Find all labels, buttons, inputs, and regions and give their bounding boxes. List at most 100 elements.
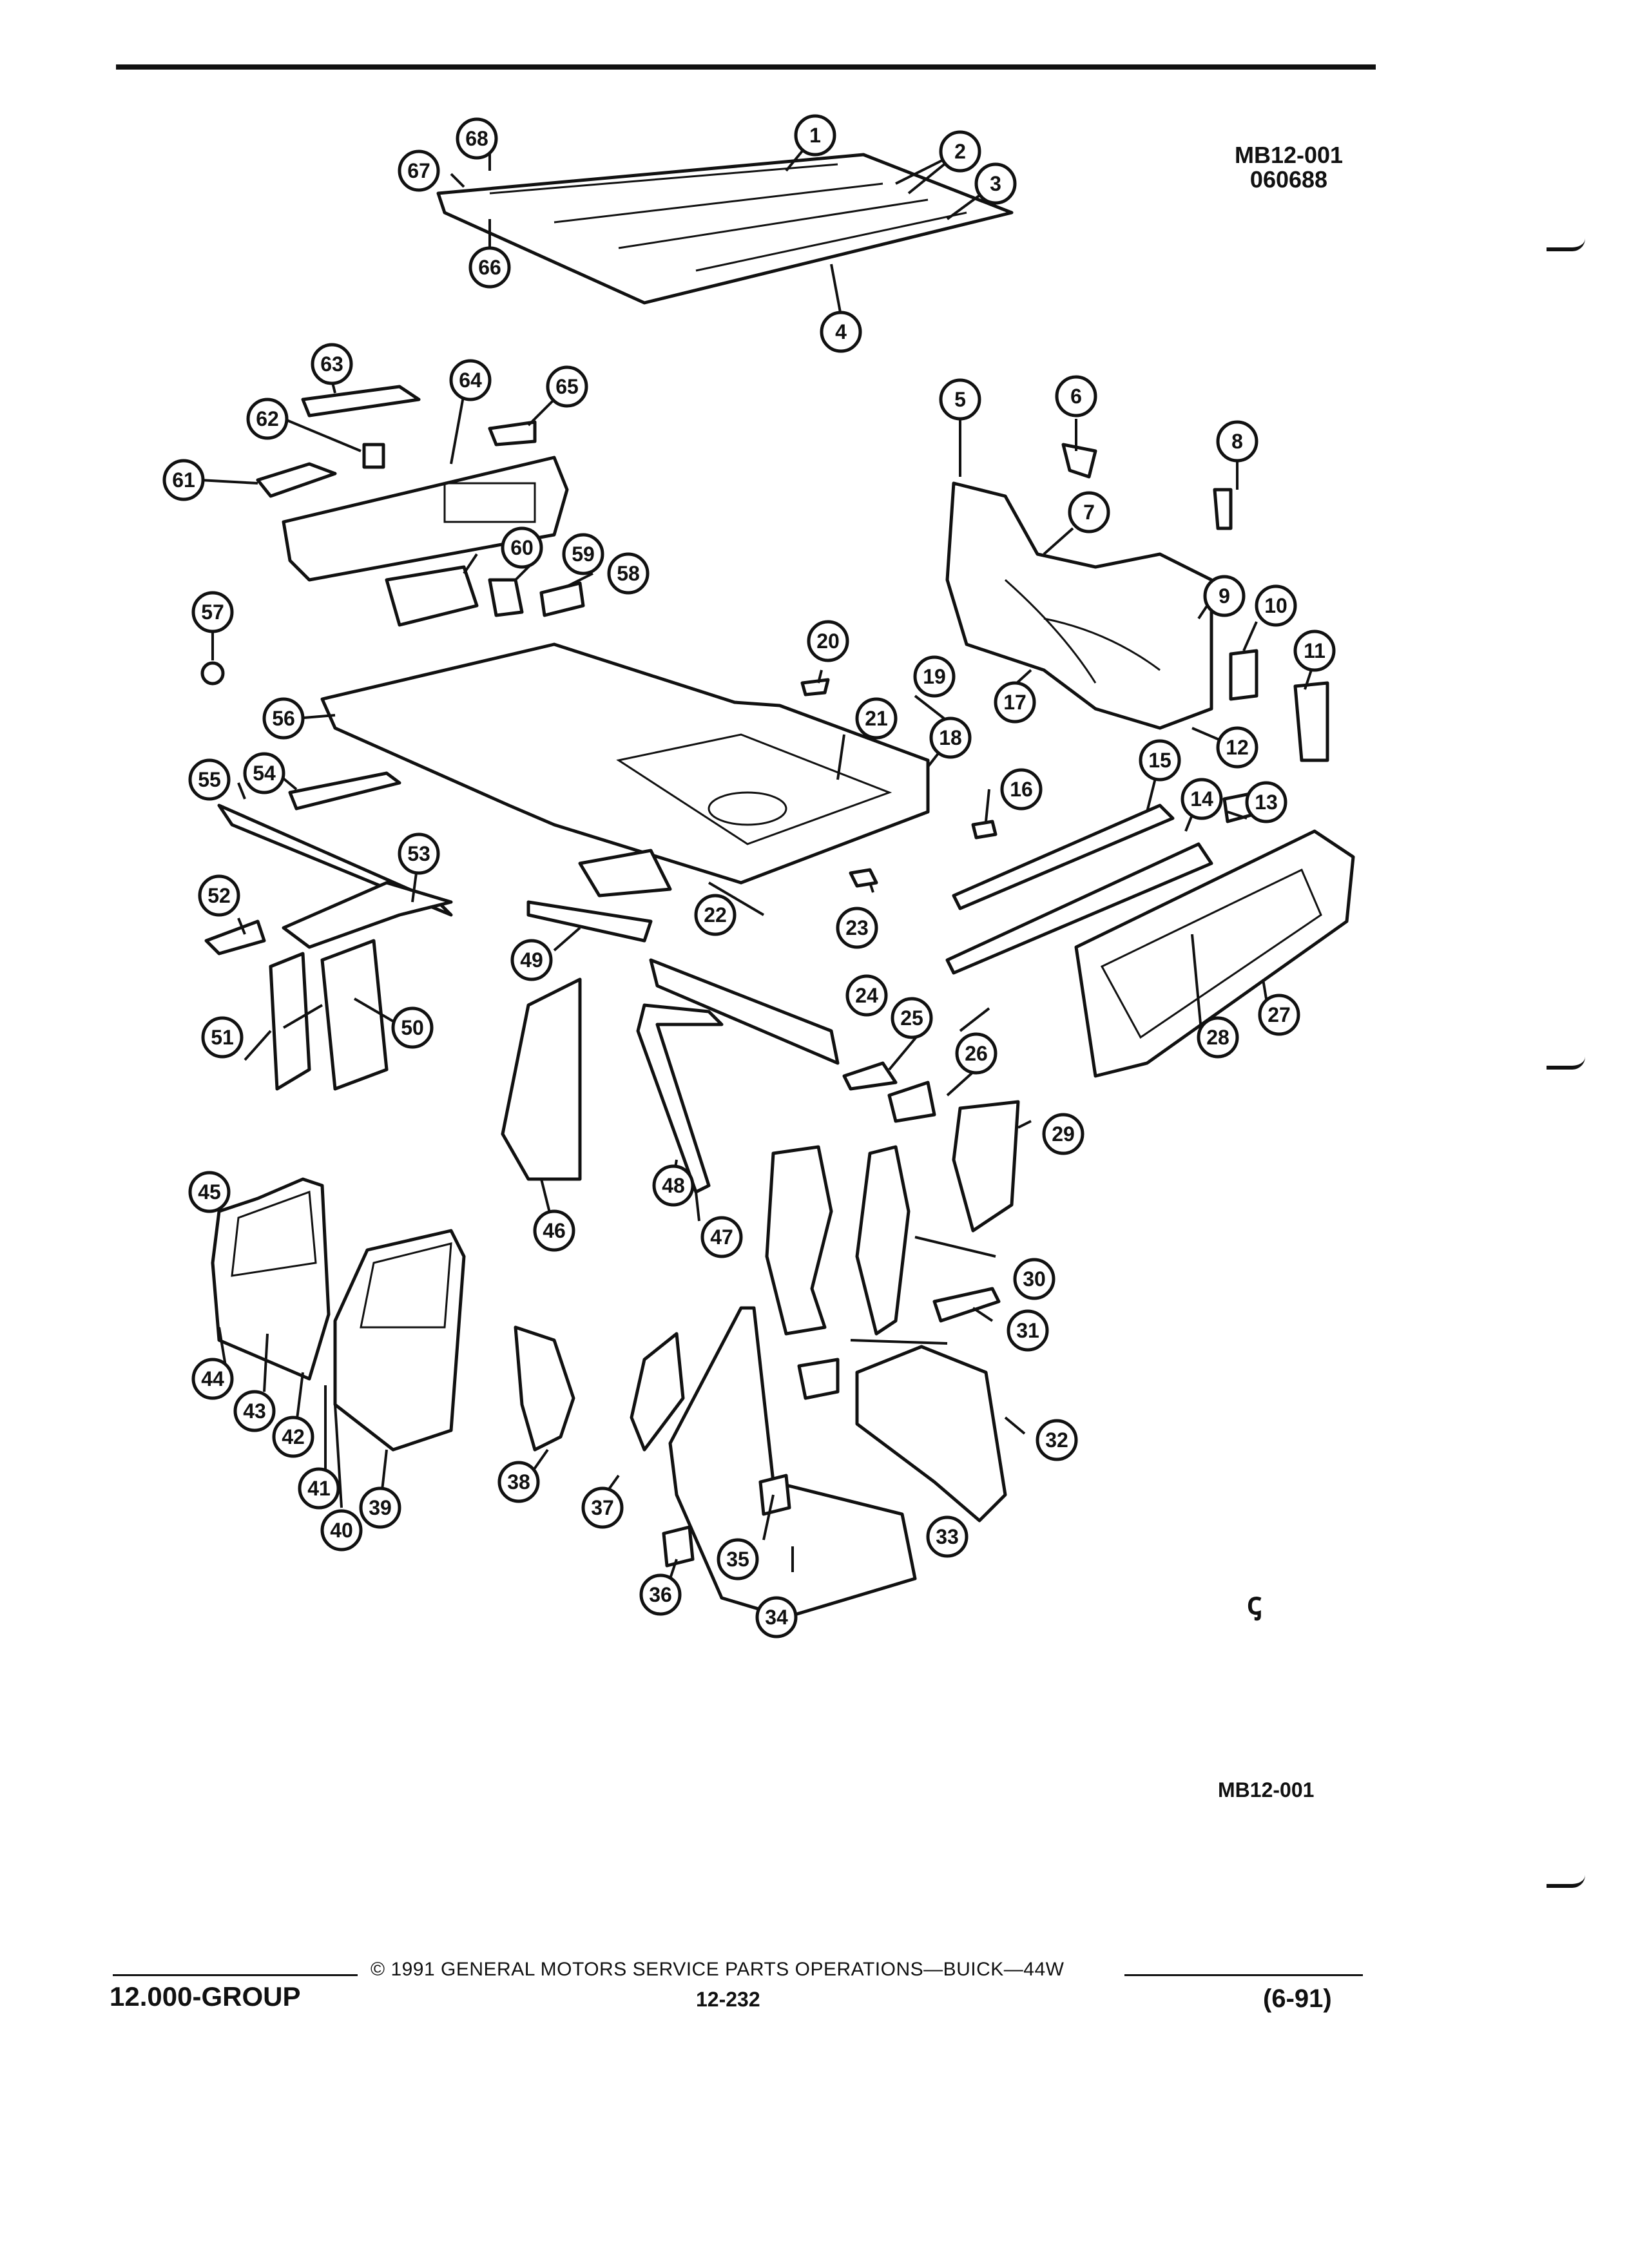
callout-38: 38 xyxy=(497,1461,540,1503)
footer-rule-right xyxy=(1124,1974,1363,1976)
callout-11: 11 xyxy=(1293,629,1336,672)
svg-text:48: 48 xyxy=(662,1174,685,1197)
callout-2: 2 xyxy=(939,130,981,173)
binding-mark-1 xyxy=(1547,238,1585,251)
svg-text:34: 34 xyxy=(765,1606,788,1629)
callout-47: 47 xyxy=(700,1216,743,1258)
svg-text:22: 22 xyxy=(704,903,727,927)
callout-62: 62 xyxy=(246,398,289,440)
svg-text:2: 2 xyxy=(954,140,966,163)
quarter-outer-drawing xyxy=(514,1306,1007,1619)
callout-34: 34 xyxy=(755,1596,798,1639)
callout-53: 53 xyxy=(398,832,440,875)
svg-text:23: 23 xyxy=(845,916,869,939)
svg-text:3: 3 xyxy=(990,172,1001,195)
svg-text:46: 46 xyxy=(543,1219,566,1242)
top-rule xyxy=(116,64,1376,70)
pillar-drawing xyxy=(765,1100,1020,1336)
svg-text:25: 25 xyxy=(900,1006,923,1030)
callout-67: 67 xyxy=(398,149,440,192)
svg-text:53: 53 xyxy=(407,842,430,865)
callout-58: 58 xyxy=(607,552,650,595)
svg-text:30: 30 xyxy=(1023,1267,1046,1291)
callout-51: 51 xyxy=(201,1016,244,1059)
footer-copyright: © 1991 GENERAL MOTORS SERVICE PARTS OPER… xyxy=(371,1959,1065,1980)
reference-date: 060688 xyxy=(1249,166,1328,193)
binding-mark-2 xyxy=(1547,1057,1585,1070)
callout-35: 35 xyxy=(717,1538,759,1581)
callout-42: 42 xyxy=(272,1416,314,1458)
callout-45: 45 xyxy=(188,1171,231,1213)
callout-27: 27 xyxy=(1258,994,1300,1036)
svg-text:17: 17 xyxy=(1003,691,1027,714)
svg-text:42: 42 xyxy=(282,1425,305,1448)
svg-text:19: 19 xyxy=(923,665,946,688)
binding-mark-3 xyxy=(1547,1875,1585,1888)
callout-30: 30 xyxy=(1013,1258,1055,1300)
exploded-parts-diagram: 1 2 3 4 5 6 7 8 9 10 11 12 13 14 15 16 1… xyxy=(162,114,1355,1639)
svg-text:39: 39 xyxy=(369,1496,392,1519)
svg-text:16: 16 xyxy=(1010,778,1033,801)
svg-text:29: 29 xyxy=(1052,1122,1075,1146)
callout-25: 25 xyxy=(891,997,933,1039)
svg-text:7: 7 xyxy=(1083,501,1095,524)
leader-lines xyxy=(199,134,1313,1599)
callout-56: 56 xyxy=(262,697,305,740)
quarter-inner-drawing xyxy=(945,443,1329,762)
callout-5: 5 xyxy=(939,378,981,421)
left-side-drawing xyxy=(204,771,453,1091)
callout-32: 32 xyxy=(1036,1419,1078,1461)
callout-14: 14 xyxy=(1181,778,1223,820)
svg-text:66: 66 xyxy=(478,256,501,279)
reference-number: MB12-001 xyxy=(1234,142,1344,168)
svg-text:64: 64 xyxy=(459,369,482,392)
callout-66: 66 xyxy=(468,246,511,289)
callout-57: 57 xyxy=(191,591,234,633)
footer-rule-left xyxy=(113,1974,358,1976)
callout-4: 4 xyxy=(820,311,862,353)
svg-text:5: 5 xyxy=(954,388,966,411)
callout-28: 28 xyxy=(1197,1016,1239,1059)
callout-22: 22 xyxy=(694,894,737,936)
svg-text:20: 20 xyxy=(816,629,840,653)
callout-17: 17 xyxy=(994,681,1036,724)
roof-panel-drawing xyxy=(436,153,1014,305)
svg-text:18: 18 xyxy=(939,726,962,749)
callout-39: 39 xyxy=(359,1486,401,1529)
callout-44: 44 xyxy=(191,1358,234,1400)
callout-6: 6 xyxy=(1055,375,1097,418)
svg-text:41: 41 xyxy=(307,1477,331,1500)
svg-text:51: 51 xyxy=(211,1026,234,1049)
svg-text:58: 58 xyxy=(617,562,640,585)
svg-text:21: 21 xyxy=(865,707,888,730)
svg-text:28: 28 xyxy=(1206,1026,1229,1049)
figure-id: MB12-001 xyxy=(1218,1778,1315,1802)
svg-text:61: 61 xyxy=(172,468,195,492)
svg-text:44: 44 xyxy=(201,1367,224,1390)
callout-68: 68 xyxy=(456,117,498,160)
callout-52: 52 xyxy=(198,874,240,917)
callout-59: 59 xyxy=(562,533,604,575)
callout-48: 48 xyxy=(652,1164,695,1207)
svg-text:52: 52 xyxy=(207,884,231,907)
callout-20: 20 xyxy=(807,620,849,662)
svg-text:35: 35 xyxy=(726,1548,749,1571)
svg-text:12: 12 xyxy=(1226,736,1249,759)
svg-text:37: 37 xyxy=(591,1496,614,1519)
svg-text:68: 68 xyxy=(465,127,488,150)
callout-49: 49 xyxy=(510,939,553,981)
svg-text:24: 24 xyxy=(855,984,878,1007)
svg-text:63: 63 xyxy=(320,352,343,376)
callout-43: 43 xyxy=(233,1390,276,1432)
rear-panel-drawing xyxy=(200,385,585,686)
callout-31: 31 xyxy=(1007,1309,1049,1352)
callout-7: 7 xyxy=(1068,491,1110,533)
svg-text:59: 59 xyxy=(572,543,595,566)
svg-text:47: 47 xyxy=(710,1225,733,1249)
svg-text:40: 40 xyxy=(330,1519,353,1542)
callout-54: 54 xyxy=(243,752,285,794)
svg-text:33: 33 xyxy=(936,1525,959,1548)
svg-text:57: 57 xyxy=(201,601,224,624)
svg-text:1: 1 xyxy=(809,124,821,147)
svg-text:26: 26 xyxy=(965,1042,988,1065)
